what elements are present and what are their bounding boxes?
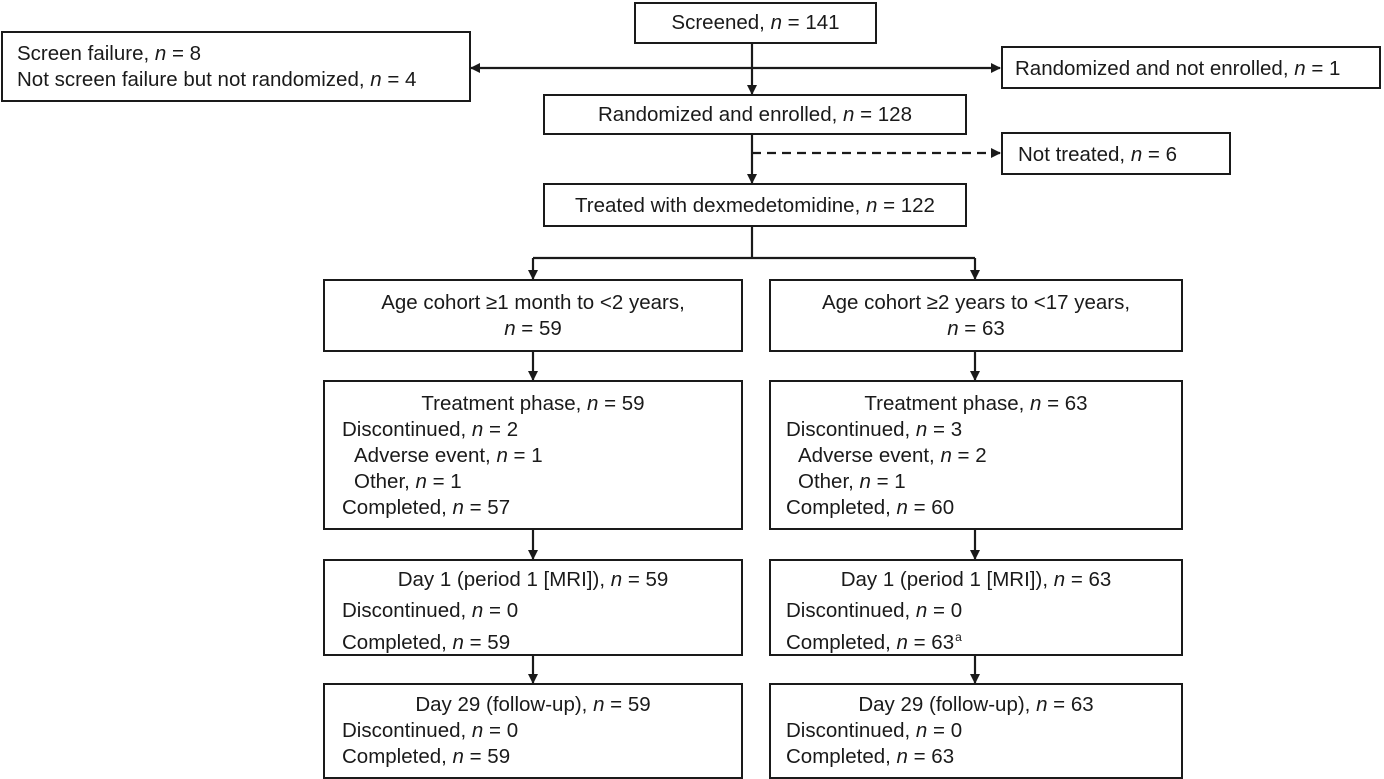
discontinued-line: Discontinued, n = 0 bbox=[342, 599, 519, 622]
cohort-count: n = 59 bbox=[504, 317, 562, 340]
completed-line: Completed, n = 59 bbox=[342, 631, 511, 654]
excluded-box: Screen failure, n = 8 Not screen failure… bbox=[1, 31, 471, 102]
enrolled-box: Randomized and enrolled, n = 128 bbox=[543, 94, 967, 135]
cohort-box-younger: Age cohort ≥1 month to <2 years, n = 59 bbox=[323, 279, 743, 352]
treatment-phase-title: Treatment phase, n = 63 bbox=[864, 392, 1088, 415]
cohort-title: Age cohort ≥2 years to <17 years, bbox=[821, 291, 1131, 314]
not-enrolled-box: Randomized and not enrolled, n = 1 bbox=[1001, 46, 1381, 89]
treated-box: Treated with dexmedetomidine, n = 122 bbox=[543, 183, 967, 227]
treatment-phase-box-younger: Treatment phase, n = 59 Discontinued, n … bbox=[323, 380, 743, 530]
completed-line: Completed, n = 60 bbox=[786, 496, 955, 519]
discontinued-line: Discontinued, n = 3 bbox=[786, 418, 963, 441]
adverse-event-line: Adverse event, n = 2 bbox=[798, 444, 987, 467]
not-treated-box: Not treated, n = 6 bbox=[1001, 132, 1231, 175]
completed-line: Completed, n = 57 bbox=[342, 496, 511, 519]
discontinued-line: Discontinued, n = 0 bbox=[342, 719, 519, 742]
day1-title: Day 1 (period 1 [MRI]), n = 63 bbox=[840, 568, 1112, 591]
day1-box-younger: Day 1 (period 1 [MRI]), n = 59 Discontin… bbox=[323, 559, 743, 656]
cohort-box-older: Age cohort ≥2 years to <17 years, n = 63 bbox=[769, 279, 1183, 352]
treatment-phase-box-older: Treatment phase, n = 63 Discontinued, n … bbox=[769, 380, 1183, 530]
adverse-event-line: Adverse event, n = 1 bbox=[354, 444, 543, 467]
not-treated-label: Not treated, n = 6 bbox=[1018, 143, 1177, 166]
discontinued-line: Discontinued, n = 2 bbox=[342, 418, 519, 441]
cohort-count: n = 63 bbox=[947, 317, 1005, 340]
cohort-title: Age cohort ≥1 month to <2 years, bbox=[381, 291, 685, 314]
discontinued-line: Discontinued, n = 0 bbox=[786, 599, 963, 622]
screened-label: Screened, n = 141 bbox=[671, 11, 840, 34]
not-randomized-line: Not screen failure but not randomized, n… bbox=[17, 68, 417, 91]
treatment-phase-title: Treatment phase, n = 59 bbox=[421, 392, 645, 415]
completed-line: Completed, n = 63a bbox=[786, 630, 962, 654]
screened-box: Screened, n = 141 bbox=[634, 2, 877, 44]
not-enrolled-label: Randomized and not enrolled, n = 1 bbox=[1015, 57, 1341, 80]
other-line: Other, n = 1 bbox=[354, 470, 462, 493]
treated-label: Treated with dexmedetomidine, n = 122 bbox=[575, 194, 935, 217]
day29-box-older: Day 29 (follow-up), n = 63 Discontinued,… bbox=[769, 683, 1183, 779]
day1-box-older: Day 1 (period 1 [MRI]), n = 63 Discontin… bbox=[769, 559, 1183, 656]
completed-line: Completed, n = 59 bbox=[342, 745, 511, 768]
enrolled-label: Randomized and enrolled, n = 128 bbox=[597, 103, 912, 126]
day29-box-younger: Day 29 (follow-up), n = 59 Discontinued,… bbox=[323, 683, 743, 779]
completed-line: Completed, n = 63 bbox=[786, 745, 955, 768]
day1-title: Day 1 (period 1 [MRI]), n = 59 bbox=[397, 568, 669, 591]
discontinued-line: Discontinued, n = 0 bbox=[786, 719, 963, 742]
day29-title: Day 29 (follow-up), n = 63 bbox=[858, 693, 1094, 716]
other-line: Other, n = 1 bbox=[798, 470, 906, 493]
day29-title: Day 29 (follow-up), n = 59 bbox=[415, 693, 651, 716]
footnote-marker: a bbox=[955, 630, 962, 644]
screen-failure-line: Screen failure, n = 8 bbox=[17, 42, 202, 65]
